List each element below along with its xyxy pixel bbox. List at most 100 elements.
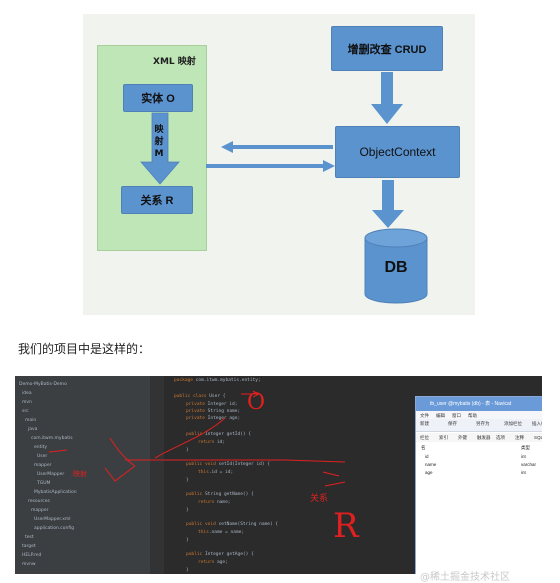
mapping-arrow (140, 112, 180, 185)
right-arrow (206, 160, 335, 172)
code-line: } (186, 478, 189, 483)
code-line: return age; (198, 560, 228, 565)
field-cell: int (521, 470, 526, 475)
subtab[interactable]: 注释 (515, 435, 524, 440)
red-link-line (125, 459, 346, 463)
navicat-toolbar: 新建保存另存为添加栏位插入栏位删除栏位主键上移下移 (416, 419, 542, 432)
code-line: public class User { (174, 394, 225, 399)
code-line: return id; (198, 440, 225, 445)
tree-item[interactable]: com.itwm.mybatis (31, 436, 73, 441)
subtab[interactable]: 触发器 (477, 435, 491, 440)
tree-item[interactable]: MybatisApplication (34, 490, 77, 495)
tree-item[interactable]: HELP.md (22, 553, 42, 558)
field-row[interactable]: namevarchar2550☑ (421, 462, 542, 469)
field-cell: varchar (521, 462, 537, 467)
code-text: setName(String name) { (215, 522, 279, 527)
menu-item[interactable]: 编辑 (436, 413, 445, 418)
paragraph-caption: 我们的项目中是这样的： (18, 342, 151, 356)
annotation-o: O (247, 390, 266, 415)
tree-item[interactable]: Demo-MyBatis-Demo (19, 382, 67, 387)
menu-item[interactable]: 帮助 (468, 413, 477, 418)
tree-item[interactable]: resources (28, 499, 50, 504)
subtab[interactable]: SQL 预览 (534, 435, 542, 440)
field-header-cell: 类型 (521, 445, 530, 450)
tree-item[interactable]: UserMapper.xml (34, 517, 71, 522)
tree-item[interactable]: TGUM (37, 481, 51, 486)
code-line: } (186, 508, 189, 513)
code-keyword: public class (174, 394, 207, 399)
tree-item[interactable]: User (37, 454, 48, 459)
field-cell: age (425, 470, 433, 475)
code-text: com.itwm.mybatis.entity; (192, 378, 261, 383)
crud-down-arrow (371, 72, 403, 124)
code-keyword: private (186, 402, 205, 407)
toolbar-button[interactable]: 新建 (420, 421, 429, 426)
toolbar-button[interactable]: 添加栏位 (504, 421, 522, 426)
tree-item[interactable]: mvn (22, 400, 32, 405)
code-text: Integer id; (204, 402, 238, 407)
navicat-title: tb_user @mybatis (db) - 表 - Navicat (416, 397, 542, 411)
watermark: @稀土掘金技术社区 (420, 572, 510, 583)
code-keyword: public (186, 552, 203, 557)
annotation-mapping: 映射 (73, 470, 87, 478)
tree-item[interactable]: mapper (31, 508, 49, 513)
tree-item[interactable]: mapper (34, 463, 52, 468)
red-arrow-rows (322, 471, 346, 487)
field-row[interactable]: ageint110☑ (421, 470, 542, 477)
tree-item[interactable]: test (25, 535, 34, 540)
menu-item[interactable]: 窗口 (452, 413, 461, 418)
object-context-box: ObjectContext (335, 126, 460, 178)
code-text: Integer getId() { (202, 432, 252, 437)
xml-mapping-title: XML 映射 (153, 57, 196, 67)
code-text: User { (206, 394, 226, 399)
field-row[interactable]: idint110🔑1 (421, 454, 542, 461)
code-keyword: public void (186, 462, 216, 467)
red-annotations (48, 390, 346, 487)
field-cell: id (425, 454, 429, 459)
code-text: String name; (204, 409, 241, 414)
tree-item[interactable]: UserMapper (37, 472, 65, 477)
tree-item[interactable]: application.config (34, 526, 75, 531)
toolbar-button[interactable]: 保存 (448, 421, 457, 426)
tree-item[interactable]: java (28, 427, 38, 432)
code-keyword: return (198, 560, 215, 565)
code-line: this.name = name; (198, 530, 244, 535)
red-arrow-fields (154, 417, 226, 459)
navicat-menubar: 文件 编辑 窗口 帮助 (416, 411, 542, 419)
code-text: } (186, 448, 189, 453)
tree-item[interactable]: target (22, 544, 36, 549)
toolbar-button[interactable]: 另存为 (476, 421, 490, 426)
code-line: public Integer getAge() { (186, 552, 254, 557)
code-line: private Integer id; (186, 402, 237, 407)
mapping-label-char: 映 (154, 125, 164, 135)
code-text: } (186, 538, 189, 543)
code-text: id; (214, 440, 226, 445)
subtab[interactable]: 栏位 (420, 435, 429, 440)
code-text: } (186, 478, 189, 483)
code-line: } (186, 448, 189, 453)
code-text: .id = id; (208, 470, 234, 475)
code-line: this.id = id; (198, 470, 233, 475)
tree-item[interactable]: idea (22, 391, 32, 396)
subtab[interactable]: 索引 (439, 435, 448, 440)
subtab[interactable]: 选项 (496, 435, 505, 440)
navicat-window: tb_user @mybatis (db) - 表 - Navicat — ▢ … (415, 396, 542, 574)
code-keyword: public void (186, 522, 216, 527)
tree-item[interactable]: entity (34, 445, 48, 450)
red-arrow-class (241, 390, 260, 398)
left-arrow (221, 141, 333, 153)
mapping-label-char: M (154, 149, 164, 159)
code-text: } (186, 568, 189, 573)
tree-item[interactable]: mvnw (22, 562, 36, 567)
subtab[interactable]: 外键 (458, 435, 467, 440)
menu-item[interactable]: 文件 (420, 413, 429, 418)
tree-item[interactable]: src (22, 409, 29, 414)
tree-item[interactable]: main (25, 418, 37, 423)
field-cell: int (521, 454, 526, 459)
code-keyword: package (174, 378, 193, 383)
mapping-label: 映 射 M (152, 124, 166, 160)
code-line: return name; (198, 500, 231, 505)
code-line: package com.itwm.mybatis.entity; (174, 378, 261, 383)
